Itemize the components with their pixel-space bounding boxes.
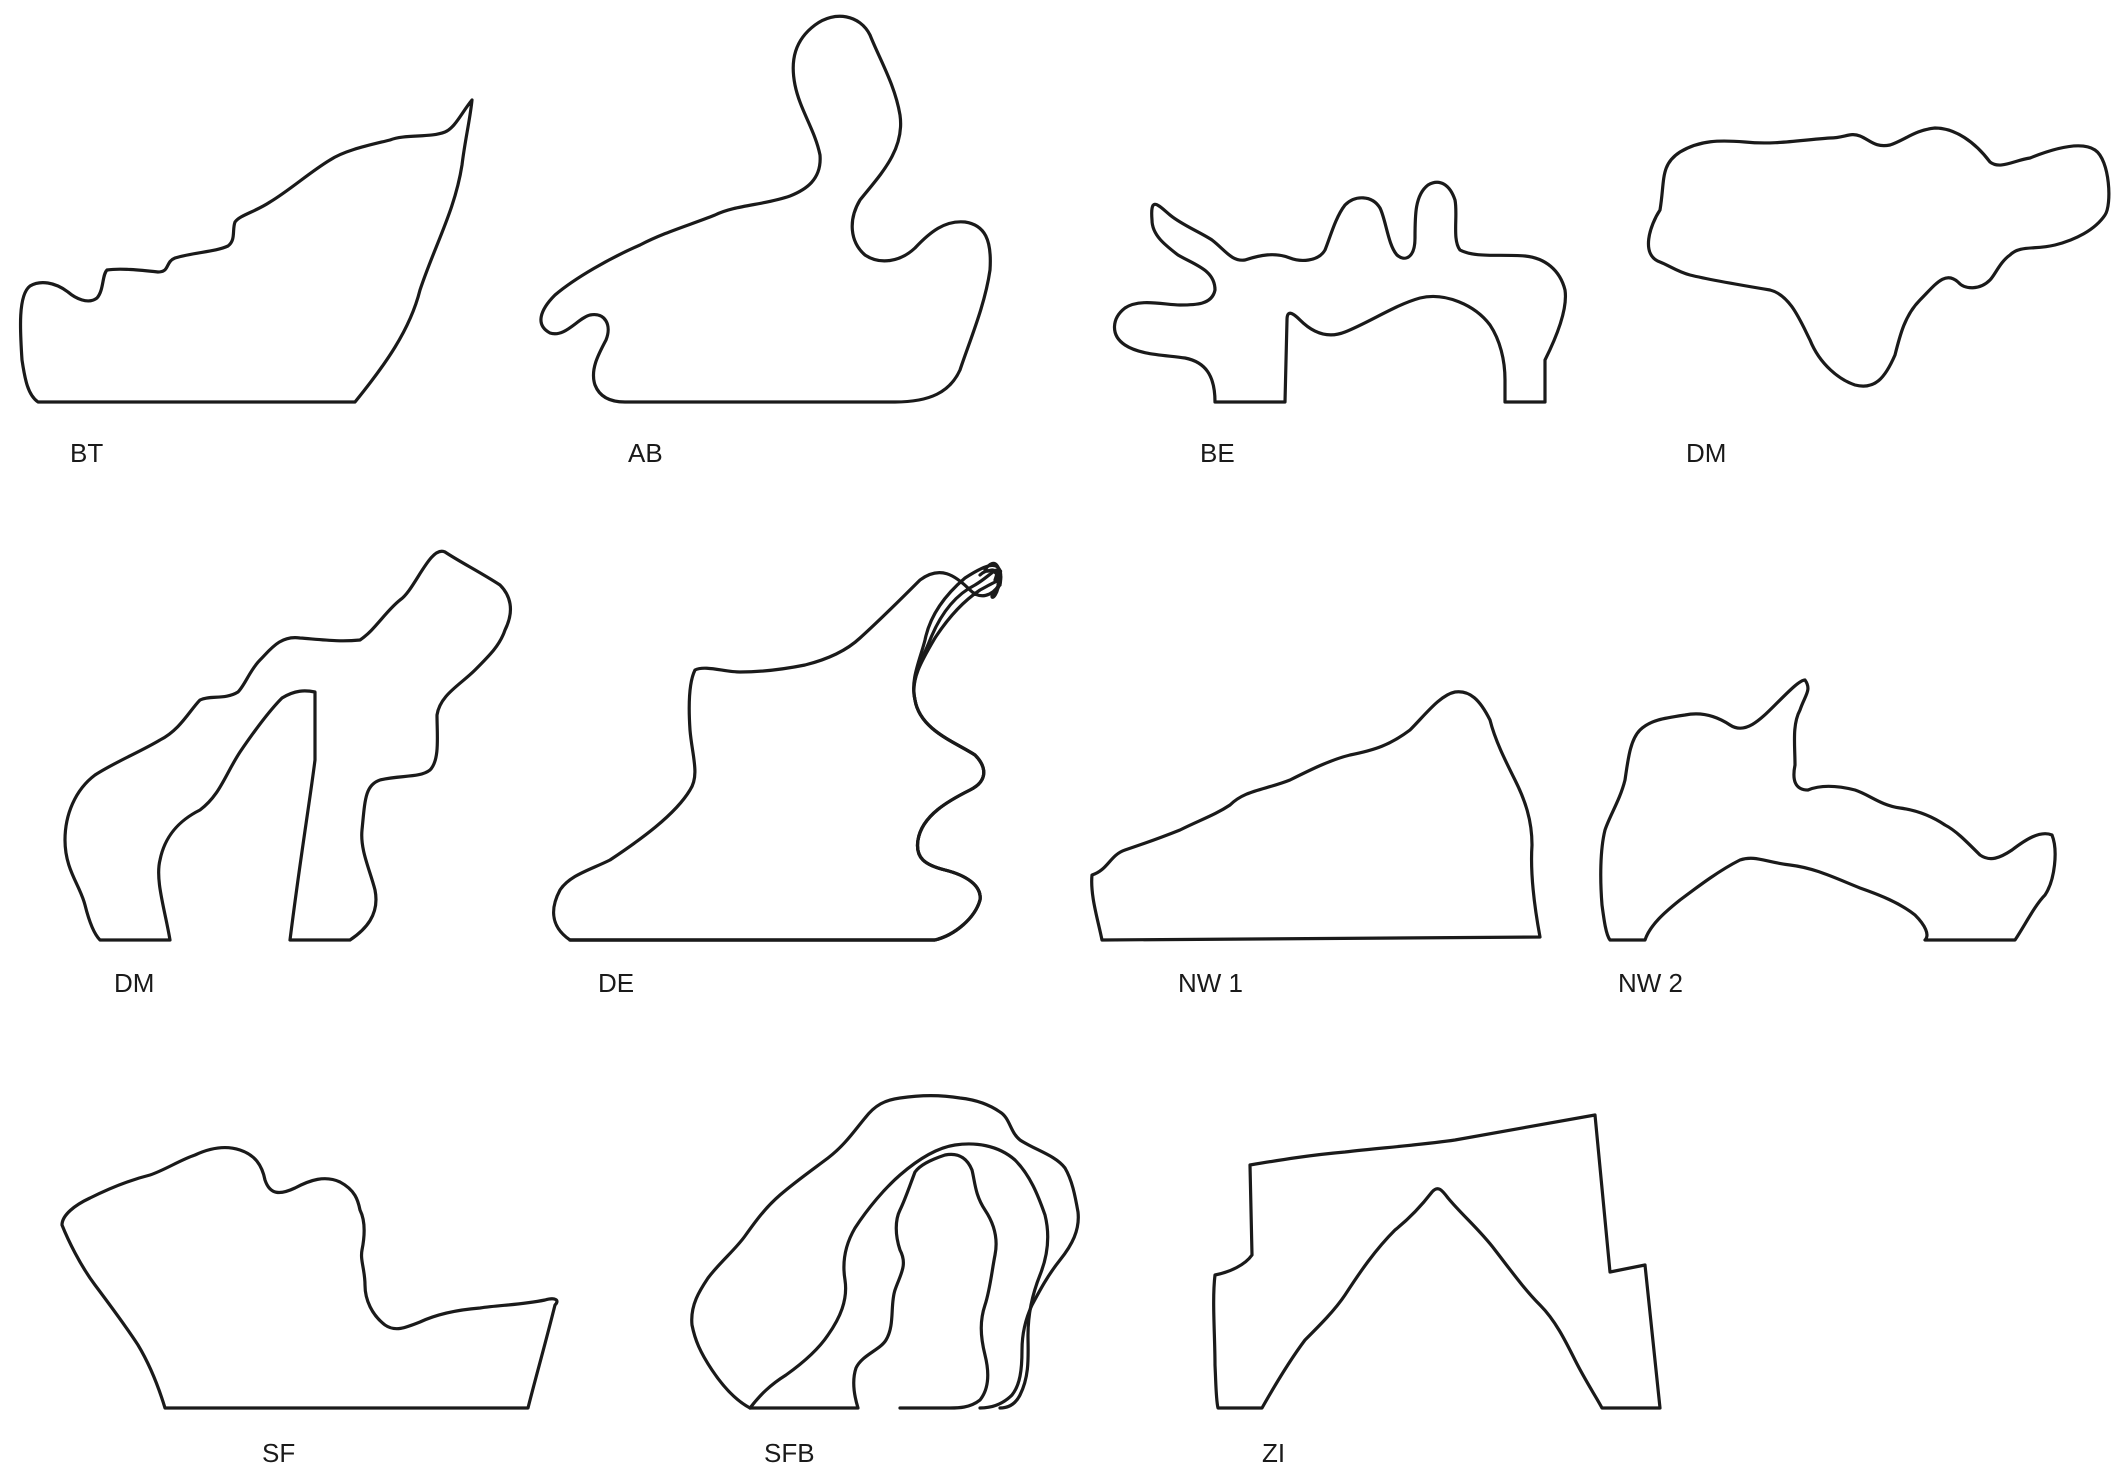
shape-sf-label: SF [262, 1438, 295, 1468]
shape-sfb-label: SFB [764, 1438, 815, 1468]
shape-ab: AB [541, 16, 990, 468]
shape-zi-outline [1214, 1115, 1660, 1408]
shape-sf: SF [62, 1148, 557, 1468]
shape-nw2: NW 2 [1601, 680, 2055, 998]
shape-zi-label: ZI [1262, 1438, 1285, 1468]
shape-dm2-label: DM [114, 968, 154, 998]
shape-be-label: BE [1200, 438, 1235, 468]
shape-dm2-outline [65, 551, 510, 940]
shape-bt-label: BT [70, 438, 103, 468]
shape-sfb-outline [692, 1096, 1079, 1408]
shape-dm1: DM [1648, 128, 2108, 468]
shape-ab-outline [541, 16, 990, 402]
shape-be: BE [1114, 182, 1565, 468]
shape-de-outline-body [554, 573, 1001, 940]
shape-bt-outline [20, 100, 472, 402]
shape-nw2-label: NW 2 [1618, 968, 1683, 998]
shape-sfb: SFB [692, 1096, 1079, 1468]
shape-dm1-outline [1648, 128, 2108, 386]
shape-dm2: DM [65, 551, 510, 998]
shape-de-outline [570, 563, 1001, 940]
shape-de-outline-main [570, 570, 1001, 940]
shape-zi: ZI [1214, 1115, 1660, 1468]
shape-de: DE [554, 563, 1001, 998]
shape-sf-outline [62, 1148, 557, 1408]
shape-ab-label: AB [628, 438, 663, 468]
shape-nw2-outline [1601, 680, 2055, 940]
shape-nw1-outline [1092, 692, 1540, 940]
shape-nw1: NW 1 [1092, 692, 1540, 998]
shape-dm1-label: DM [1686, 438, 1726, 468]
shape-bt: BT [20, 100, 472, 468]
shape-de-label: DE [598, 968, 634, 998]
shape-nw1-label: NW 1 [1178, 968, 1243, 998]
shape-be-outline [1114, 182, 1565, 402]
